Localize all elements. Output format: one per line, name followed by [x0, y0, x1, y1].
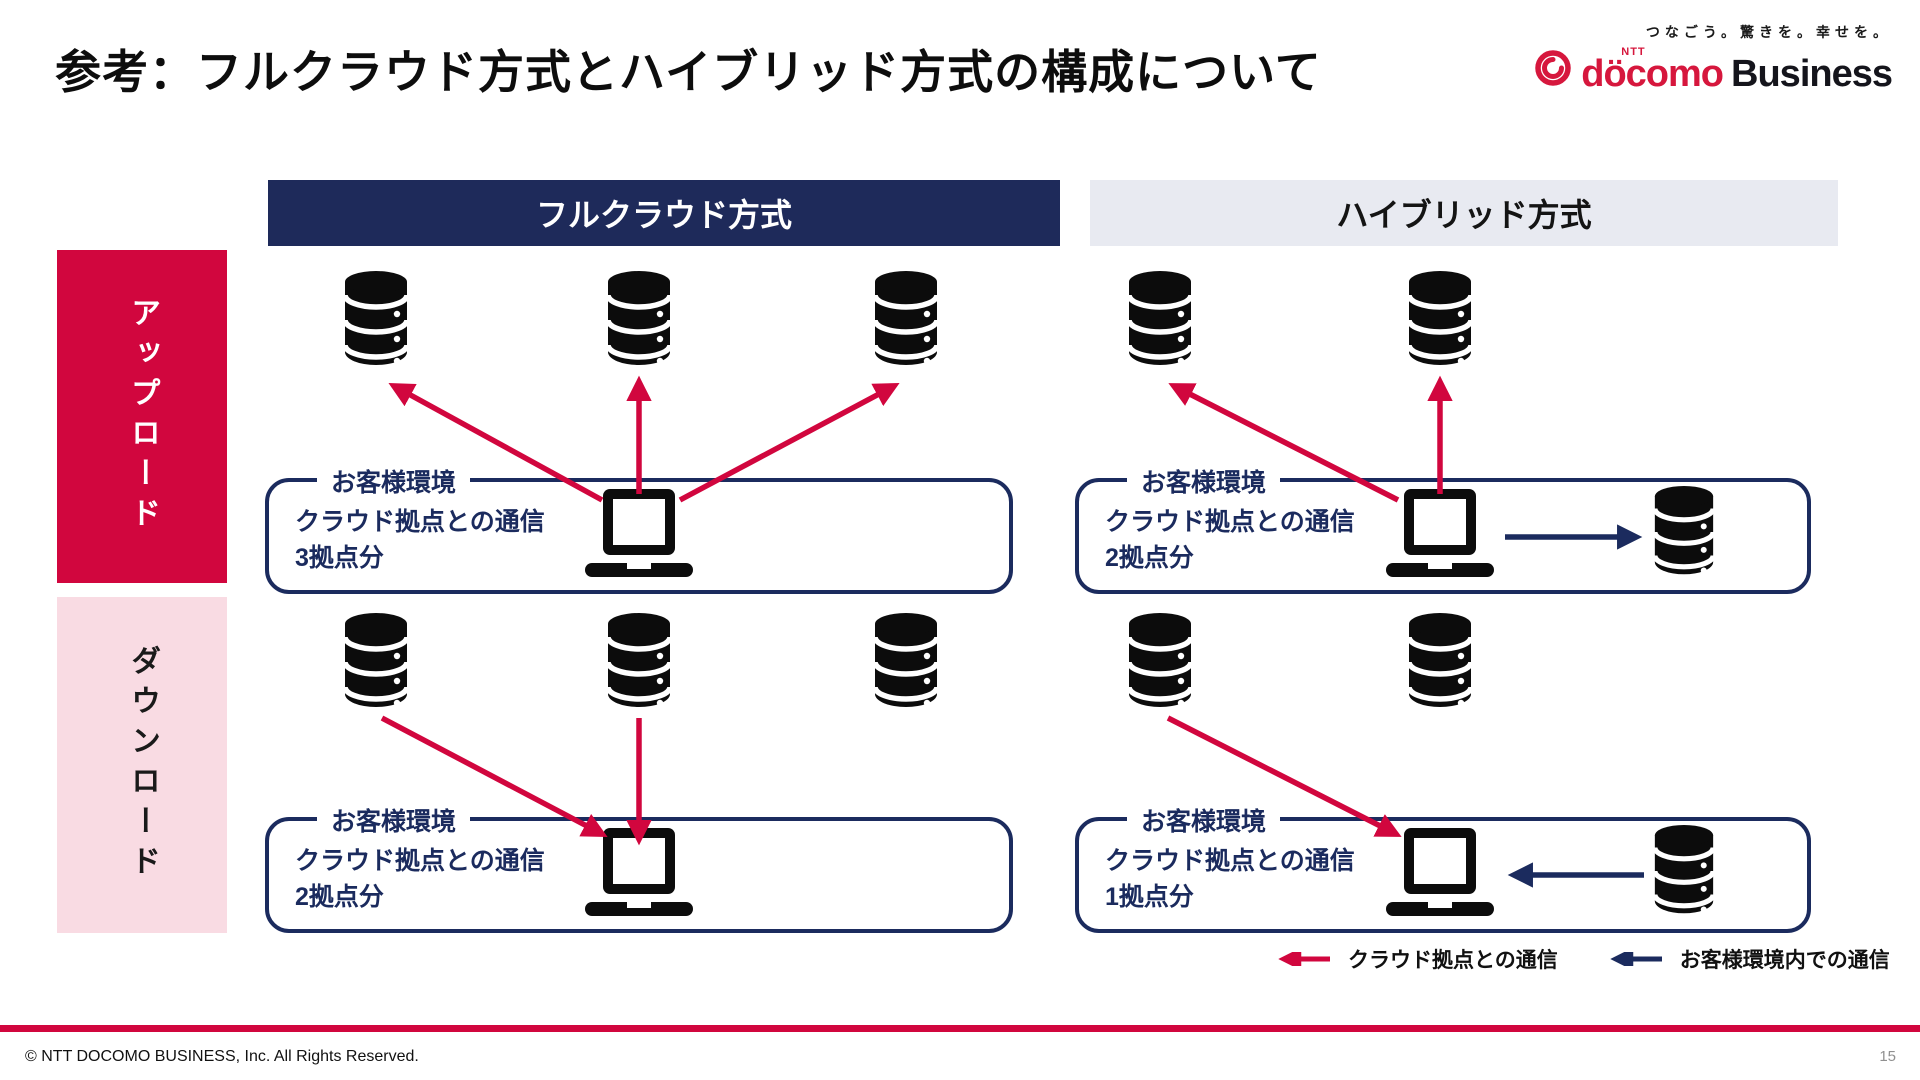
env-line2: 1拠点分: [1105, 883, 1194, 912]
env-line1: クラウド拠点との通信: [1105, 847, 1355, 875]
env-description: クラウド拠点との通信 2拠点分: [295, 843, 545, 916]
legend-cloud-label: クラウド拠点との通信: [1348, 949, 1558, 972]
database-icon: [605, 612, 673, 712]
env-line1: クラウド拠点との通信: [1105, 508, 1355, 536]
hybrid-column-header: ハイブリッド方式: [1090, 180, 1838, 246]
download-rail: ダウンロード: [57, 597, 227, 933]
docomo-logo-icon: [1533, 48, 1573, 93]
env-description: クラウド拠点との通信 3拠点分: [295, 504, 545, 577]
brand-ntt-label: NTT: [1621, 46, 1646, 58]
database-icon: [342, 612, 410, 712]
brand-tagline: つなごう。驚きを。幸せを。: [1645, 24, 1892, 40]
docomo-business-logo: つなごう。驚きを。幸せを。 NTT döcomo Business: [1533, 22, 1893, 95]
env-description: クラウド拠点との通信 2拠点分: [1105, 504, 1355, 577]
laptop-icon: [583, 487, 695, 585]
navy-arrow-icon: [1610, 952, 1662, 966]
laptop-icon: [583, 826, 695, 924]
env-line1: クラウド拠点との通信: [295, 508, 545, 536]
page-number: 15: [1879, 1048, 1896, 1065]
database-icon: [1406, 270, 1474, 370]
legend-item-internal: お客様環境内での通信: [1604, 944, 1890, 974]
page-title: 参考：フルクラウド方式とハイブリッド方式の構成について: [55, 46, 1322, 98]
local-database-icon: [1652, 824, 1716, 918]
database-icon: [1126, 270, 1194, 370]
laptop-icon: [1384, 826, 1496, 924]
customer-env-label: お客様環境: [317, 802, 471, 838]
laptop-icon: [1384, 487, 1496, 585]
download-rail-label: ダウンロード: [126, 645, 159, 885]
red-arrow-icon: [1278, 952, 1330, 966]
env-line1: クラウド拠点との通信: [295, 847, 545, 875]
database-icon: [1126, 612, 1194, 712]
env-description: クラウド拠点との通信 1拠点分: [1105, 843, 1355, 916]
brand-docomo-label: döcomo: [1581, 53, 1724, 95]
database-icon: [872, 612, 940, 712]
local-database-icon: [1652, 485, 1716, 579]
brand-business-label: Business: [1731, 53, 1893, 95]
full-cloud-column-header: フルクラウド方式: [268, 180, 1060, 246]
env-line2: 2拠点分: [295, 883, 384, 912]
copyright-text: © NTT DOCOMO BUSINESS, Inc. All Rights R…: [25, 1048, 419, 1065]
env-line2: 2拠点分: [1105, 544, 1194, 573]
database-icon: [1406, 612, 1474, 712]
customer-env-label: お客様環境: [317, 463, 471, 499]
customer-env-label: お客様環境: [1127, 463, 1281, 499]
footer-accent-bar: [0, 1025, 1920, 1032]
legend: クラウド拠点との通信 お客様環境内での通信: [1272, 944, 1890, 974]
legend-internal-label: お客様環境内での通信: [1679, 949, 1890, 972]
customer-env-label: お客様環境: [1127, 802, 1281, 838]
legend-item-cloud: クラウド拠点との通信: [1272, 944, 1558, 974]
database-icon: [605, 270, 673, 370]
upload-rail: アップロード: [57, 250, 227, 583]
env-line2: 3拠点分: [295, 544, 384, 573]
upload-rail-label: アップロード: [126, 296, 159, 537]
database-icon: [872, 270, 940, 370]
database-icon: [342, 270, 410, 370]
